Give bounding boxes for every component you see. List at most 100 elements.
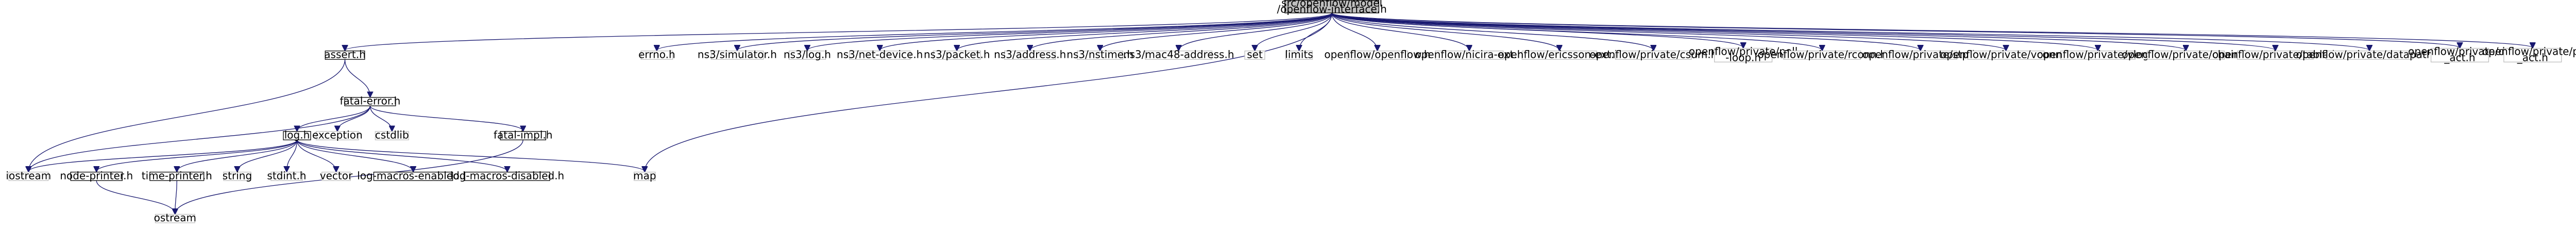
node-iostream[interactable]: iostream xyxy=(6,169,51,182)
node-vlog-box xyxy=(2060,51,2136,60)
node-table[interactable]: openflow/private/table.h xyxy=(2212,48,2338,60)
node-timeprinter-box xyxy=(149,171,205,181)
edge-root-to-mac48 xyxy=(1179,12,1332,51)
node-datapath-label: openflow/private/datapath.h xyxy=(2296,48,2443,60)
node-ostream[interactable]: ostream xyxy=(154,212,196,224)
nodes-layer: src/openflow/model/openflow-interface.h a… xyxy=(6,0,2576,224)
node-csum[interactable]: openflow/private/csum.h xyxy=(1589,48,1717,60)
edge-root-to-netdevice xyxy=(880,12,1332,51)
node-nstime[interactable]: ns3/nstime.h xyxy=(1066,48,1133,60)
node-mac48[interactable]: ns3/mac48-address.h xyxy=(1123,48,1234,60)
node-timeprinter-label: time-printer.h xyxy=(142,169,212,182)
node-netdevice-label: ns3/net-device.h xyxy=(837,48,923,60)
edge-logh-to-nodeprinter xyxy=(96,139,298,171)
node-vlog[interactable]: openflow/private/vlog.h xyxy=(2037,48,2159,60)
node-nicira[interactable]: openflow/nicira-ext.h xyxy=(1415,48,1523,60)
node-packet[interactable]: ns3/packet.h xyxy=(924,48,990,60)
node-timeprinter[interactable]: time-printer.h xyxy=(142,169,212,182)
node-nstime-label: ns3/nstime.h xyxy=(1066,48,1133,60)
node-chain[interactable]: openflow/private/chain.h xyxy=(2122,48,2250,60)
node-table-label: openflow/private/table.h xyxy=(2212,48,2338,60)
node-stdint-box xyxy=(270,171,303,181)
node-address-label: ns3/address.h xyxy=(994,48,1066,60)
node-assert[interactable]: assert.h xyxy=(324,48,366,60)
node-ns3log-label: ns3/log.h xyxy=(784,48,831,60)
node-simulator-label: ns3/simulator.h xyxy=(698,48,777,60)
node-dpact[interactable]: openflow/private/dp_act.h xyxy=(2408,45,2512,63)
node-string-box xyxy=(223,171,251,181)
node-stp-label: openflow/private/stp.h xyxy=(1862,48,1978,60)
node-csum-label: openflow/private/csum.h xyxy=(1589,48,1717,60)
edge-root-to-ofopenflow xyxy=(1331,13,1377,51)
edge-fatalerror-to-iostream xyxy=(28,106,371,171)
node-string-label: string xyxy=(223,169,252,182)
edge-root-to-ptact xyxy=(1331,12,2533,48)
node-address[interactable]: ns3/address.h xyxy=(994,48,1066,60)
node-errno-box xyxy=(640,51,673,60)
node-disabled[interactable]: log-macros-disabled.h xyxy=(450,169,564,182)
node-root-box xyxy=(1284,0,1380,13)
node-rconn[interactable]: openflow/private/rconn.h xyxy=(1757,48,1887,60)
node-fatalerror[interactable]: fatal-error.h xyxy=(340,94,401,107)
node-nstime-box xyxy=(1077,51,1124,60)
node-chain-label: openflow/private/chain.h xyxy=(2122,48,2250,60)
node-fatalimpl[interactable]: fatal-impl.h xyxy=(494,128,553,141)
node-exception[interactable]: exception xyxy=(312,128,363,141)
node-ns3log[interactable]: ns3/log.h xyxy=(784,48,831,60)
edge-root-to-datapath xyxy=(1331,12,2369,51)
edge-root-to-errno xyxy=(657,12,1332,51)
node-set[interactable]: set xyxy=(1244,48,1265,60)
edge-root-to-nstime xyxy=(1100,12,1332,51)
node-packet-box xyxy=(933,51,981,60)
node-ericsson[interactable]: openflow/ericsson-ext.h xyxy=(1498,48,1621,60)
node-nodeprinter[interactable]: node-printer.h xyxy=(60,169,133,182)
node-nodeprinter-label: node-printer.h xyxy=(60,169,133,182)
edge-logh-to-timeprinter xyxy=(177,139,298,171)
node-simulator[interactable]: ns3/simulator.h xyxy=(698,48,777,60)
node-limits-box xyxy=(1285,51,1313,60)
node-vconn[interactable]: openflow/private/vconn.h xyxy=(1940,48,2072,60)
node-iostream-box xyxy=(8,171,49,181)
node-stdint[interactable]: stdint.h xyxy=(267,169,306,182)
edge-root-to-simulator xyxy=(737,12,1332,51)
node-assert-label: assert.h xyxy=(324,48,366,60)
edge-root-to-vlog xyxy=(1331,12,2098,51)
node-root[interactable]: src/openflow/model/openflow-interface.h xyxy=(1277,0,1387,15)
edge-logh-to-disabled xyxy=(296,139,507,171)
node-mac48-label: ns3/mac48-address.h xyxy=(1123,48,1234,60)
edge-root-to-address xyxy=(1030,12,1332,51)
node-enabled-label: log-macros-enabled.h xyxy=(357,169,469,182)
node-stp-box xyxy=(1884,51,1957,60)
node-ptact[interactable]: openflow/private/pt_act.h xyxy=(2482,45,2576,63)
edge-root-to-stp xyxy=(1331,12,1920,51)
edge-root-to-chain xyxy=(1331,12,2186,51)
node-mac48-box xyxy=(1145,51,1213,60)
node-map[interactable]: map xyxy=(633,169,656,182)
node-enabled[interactable]: log-macros-enabled.h xyxy=(357,169,469,182)
node-set-label: set xyxy=(1247,48,1263,60)
node-poll[interactable]: openflow/private/poll-loop.h xyxy=(1689,45,1798,63)
node-errno[interactable]: errno.h xyxy=(638,48,675,60)
node-netdevice[interactable]: ns3/net-device.h xyxy=(837,48,923,60)
node-ofopenflow[interactable]: openflow/openflow.h xyxy=(1324,48,1430,60)
node-vconn-box xyxy=(1967,51,2045,60)
node-ericsson-box xyxy=(1521,51,1597,60)
edge-fatalerror-to-logh xyxy=(297,105,371,131)
node-nicira-label: openflow/nicira-ext.h xyxy=(1415,48,1523,60)
node-vector[interactable]: vector xyxy=(320,169,353,182)
node-exception-label: exception xyxy=(312,128,363,141)
node-nodeprinter-box xyxy=(70,171,123,181)
node-assert-box xyxy=(325,51,365,60)
node-string[interactable]: string xyxy=(223,169,252,182)
node-datapath[interactable]: openflow/private/datapath.h xyxy=(2296,48,2443,60)
node-vector-box xyxy=(321,171,351,181)
node-stp[interactable]: openflow/private/stp.h xyxy=(1862,48,1978,60)
node-datapath-box xyxy=(2326,51,2413,60)
edge-fatalerror-to-cstdlib xyxy=(369,106,392,131)
edge-root-to-map xyxy=(645,13,1332,172)
node-limits[interactable]: limits xyxy=(1285,48,1313,60)
edge-assert-to-iostream xyxy=(28,59,346,171)
node-nicira-box xyxy=(1435,51,1504,60)
node-logh[interactable]: log.h xyxy=(283,128,311,141)
node-cstdlib[interactable]: cstdlib xyxy=(375,128,409,141)
